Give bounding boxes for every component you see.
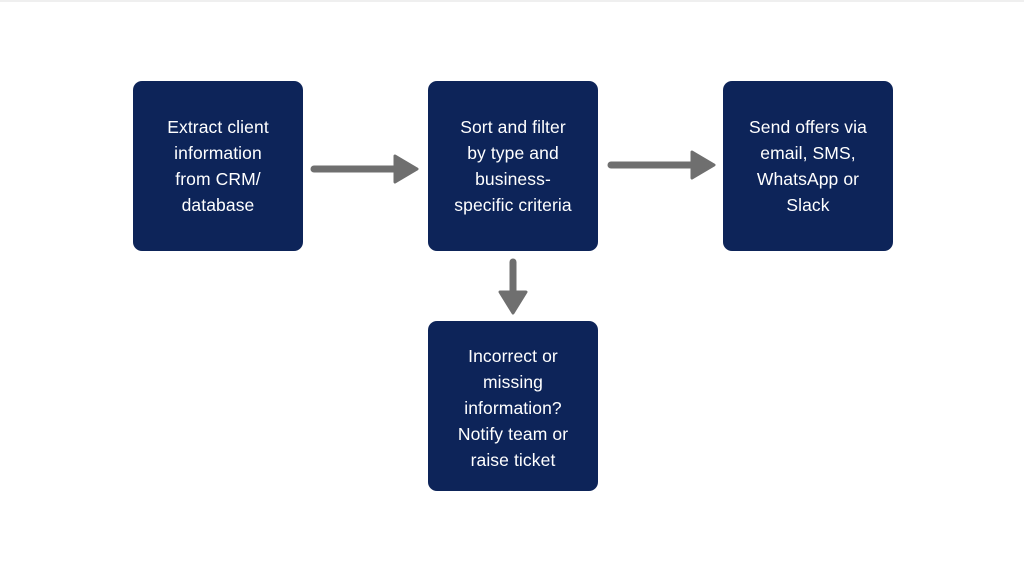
arrow-sort-to-notify	[498, 258, 528, 315]
node-notify-team: Incorrect or missing information? Notify…	[428, 321, 598, 491]
node-sort-and-filter: Sort and filter by type and business- sp…	[428, 81, 598, 251]
node-label: Extract client information from CRM/ dat…	[167, 117, 269, 215]
node-label: Incorrect or missing information? Notify…	[457, 346, 569, 470]
arrow-sort-to-send	[607, 150, 716, 180]
top-divider	[0, 0, 1024, 2]
node-extract-client-info: Extract client information from CRM/ dat…	[133, 81, 303, 251]
arrow-extract-to-sort	[310, 154, 419, 184]
node-label: Sort and filter by type and business- sp…	[454, 117, 572, 215]
node-label: Send offers via email, SMS, WhatsApp or …	[749, 117, 867, 215]
node-send-offers: Send offers via email, SMS, WhatsApp or …	[723, 81, 893, 251]
